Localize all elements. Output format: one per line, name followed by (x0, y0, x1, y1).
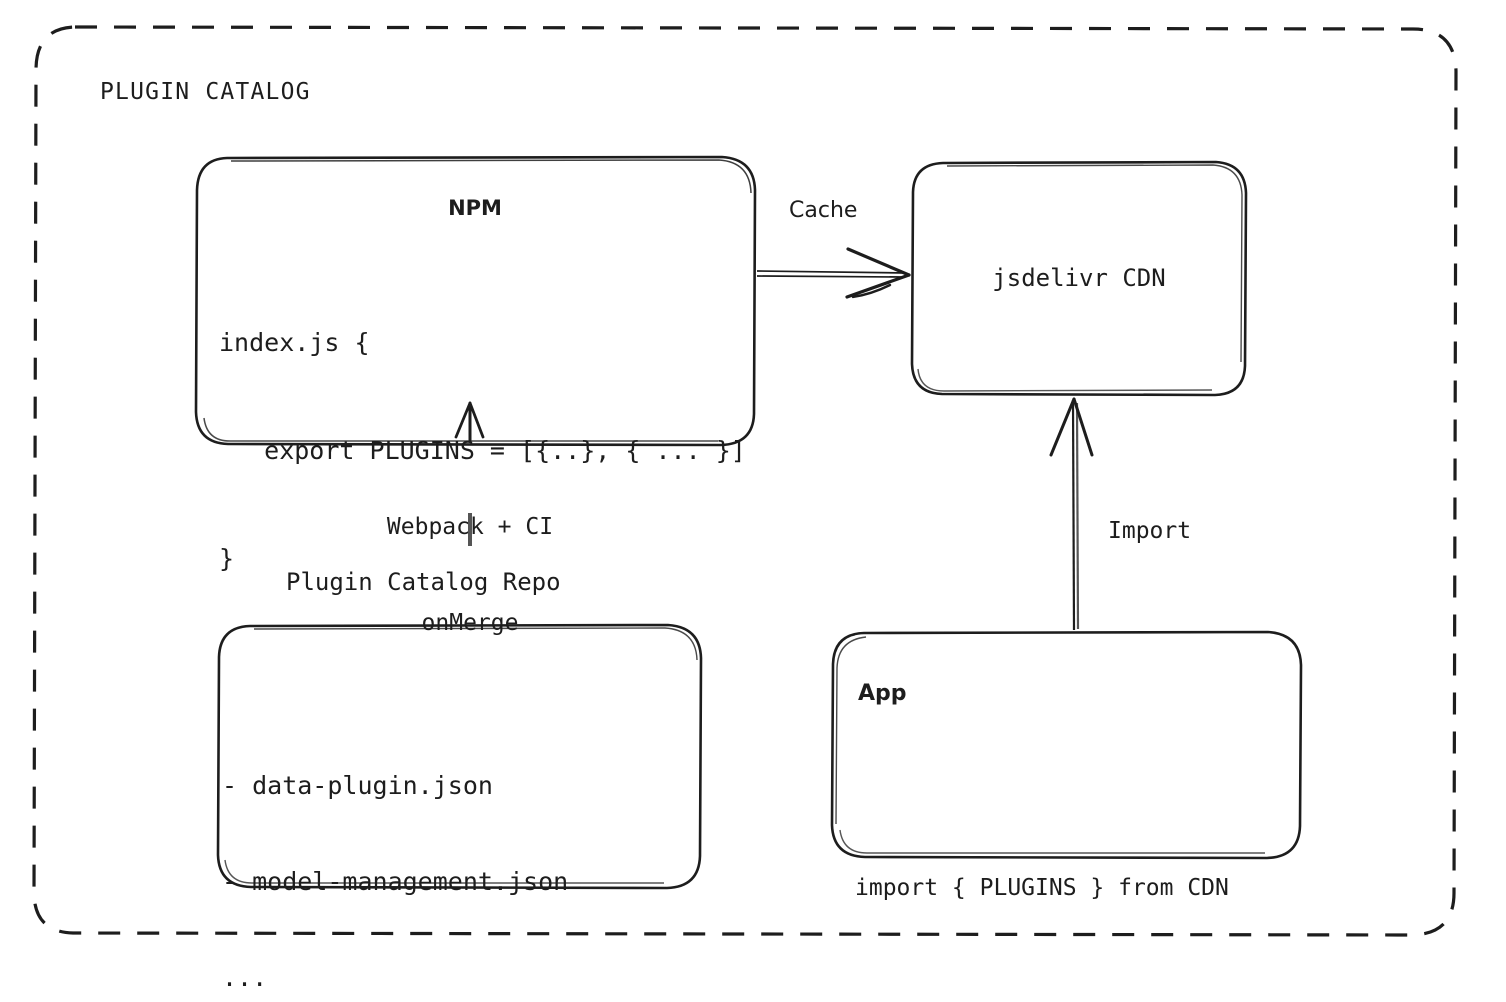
edge-label-webpack-ci: Webpack + CI onMerge (290, 447, 650, 703)
npm-node-title: NPM (448, 196, 502, 220)
repo-node-caption: Plugin Catalog Repo (286, 568, 561, 596)
edge-app-to-cdn (1049, 397, 1094, 631)
cdn-node-title: jsdelivr CDN (992, 264, 1166, 292)
edge-label-webpack-ci-line2: onMerge (421, 610, 519, 636)
npm-node-border-sketch (230, 159, 752, 194)
repo-file-line-1: - data-plugin.json (222, 771, 493, 800)
repo-file-line-3: ... (222, 963, 268, 992)
edge-label-import: Import (1108, 518, 1192, 544)
repo-file-line-2: - model-management.json (222, 867, 569, 896)
app-code-line-1: import { PLUGINS } from CDN (855, 875, 1229, 901)
plugin-catalog-title: PLUGIN CATALOG (100, 79, 311, 105)
edge-npm-to-cdn (756, 247, 911, 299)
npm-code-line-3: } (219, 544, 235, 573)
app-node-title: App (858, 681, 907, 706)
npm-code-line-1: index.js { (219, 328, 370, 357)
edge-label-cache: Cache (789, 198, 858, 223)
cdn-node-border-sketch2 (917, 368, 1213, 392)
app-node-code: import { PLUGINS } from CDN PLUGINS.forE… (855, 738, 1229, 1002)
edge-label-webpack-ci-line1: Webpack + CI (386, 514, 554, 540)
npm-code-line-2: export PLUGINS = [{..}, { ... }] (219, 436, 746, 465)
npm-node-code: index.js { export PLUGINS = [{..}, { ...… (219, 253, 746, 649)
repo-node-file-list: - data-plugin.json - model-management.js… (222, 706, 568, 1002)
